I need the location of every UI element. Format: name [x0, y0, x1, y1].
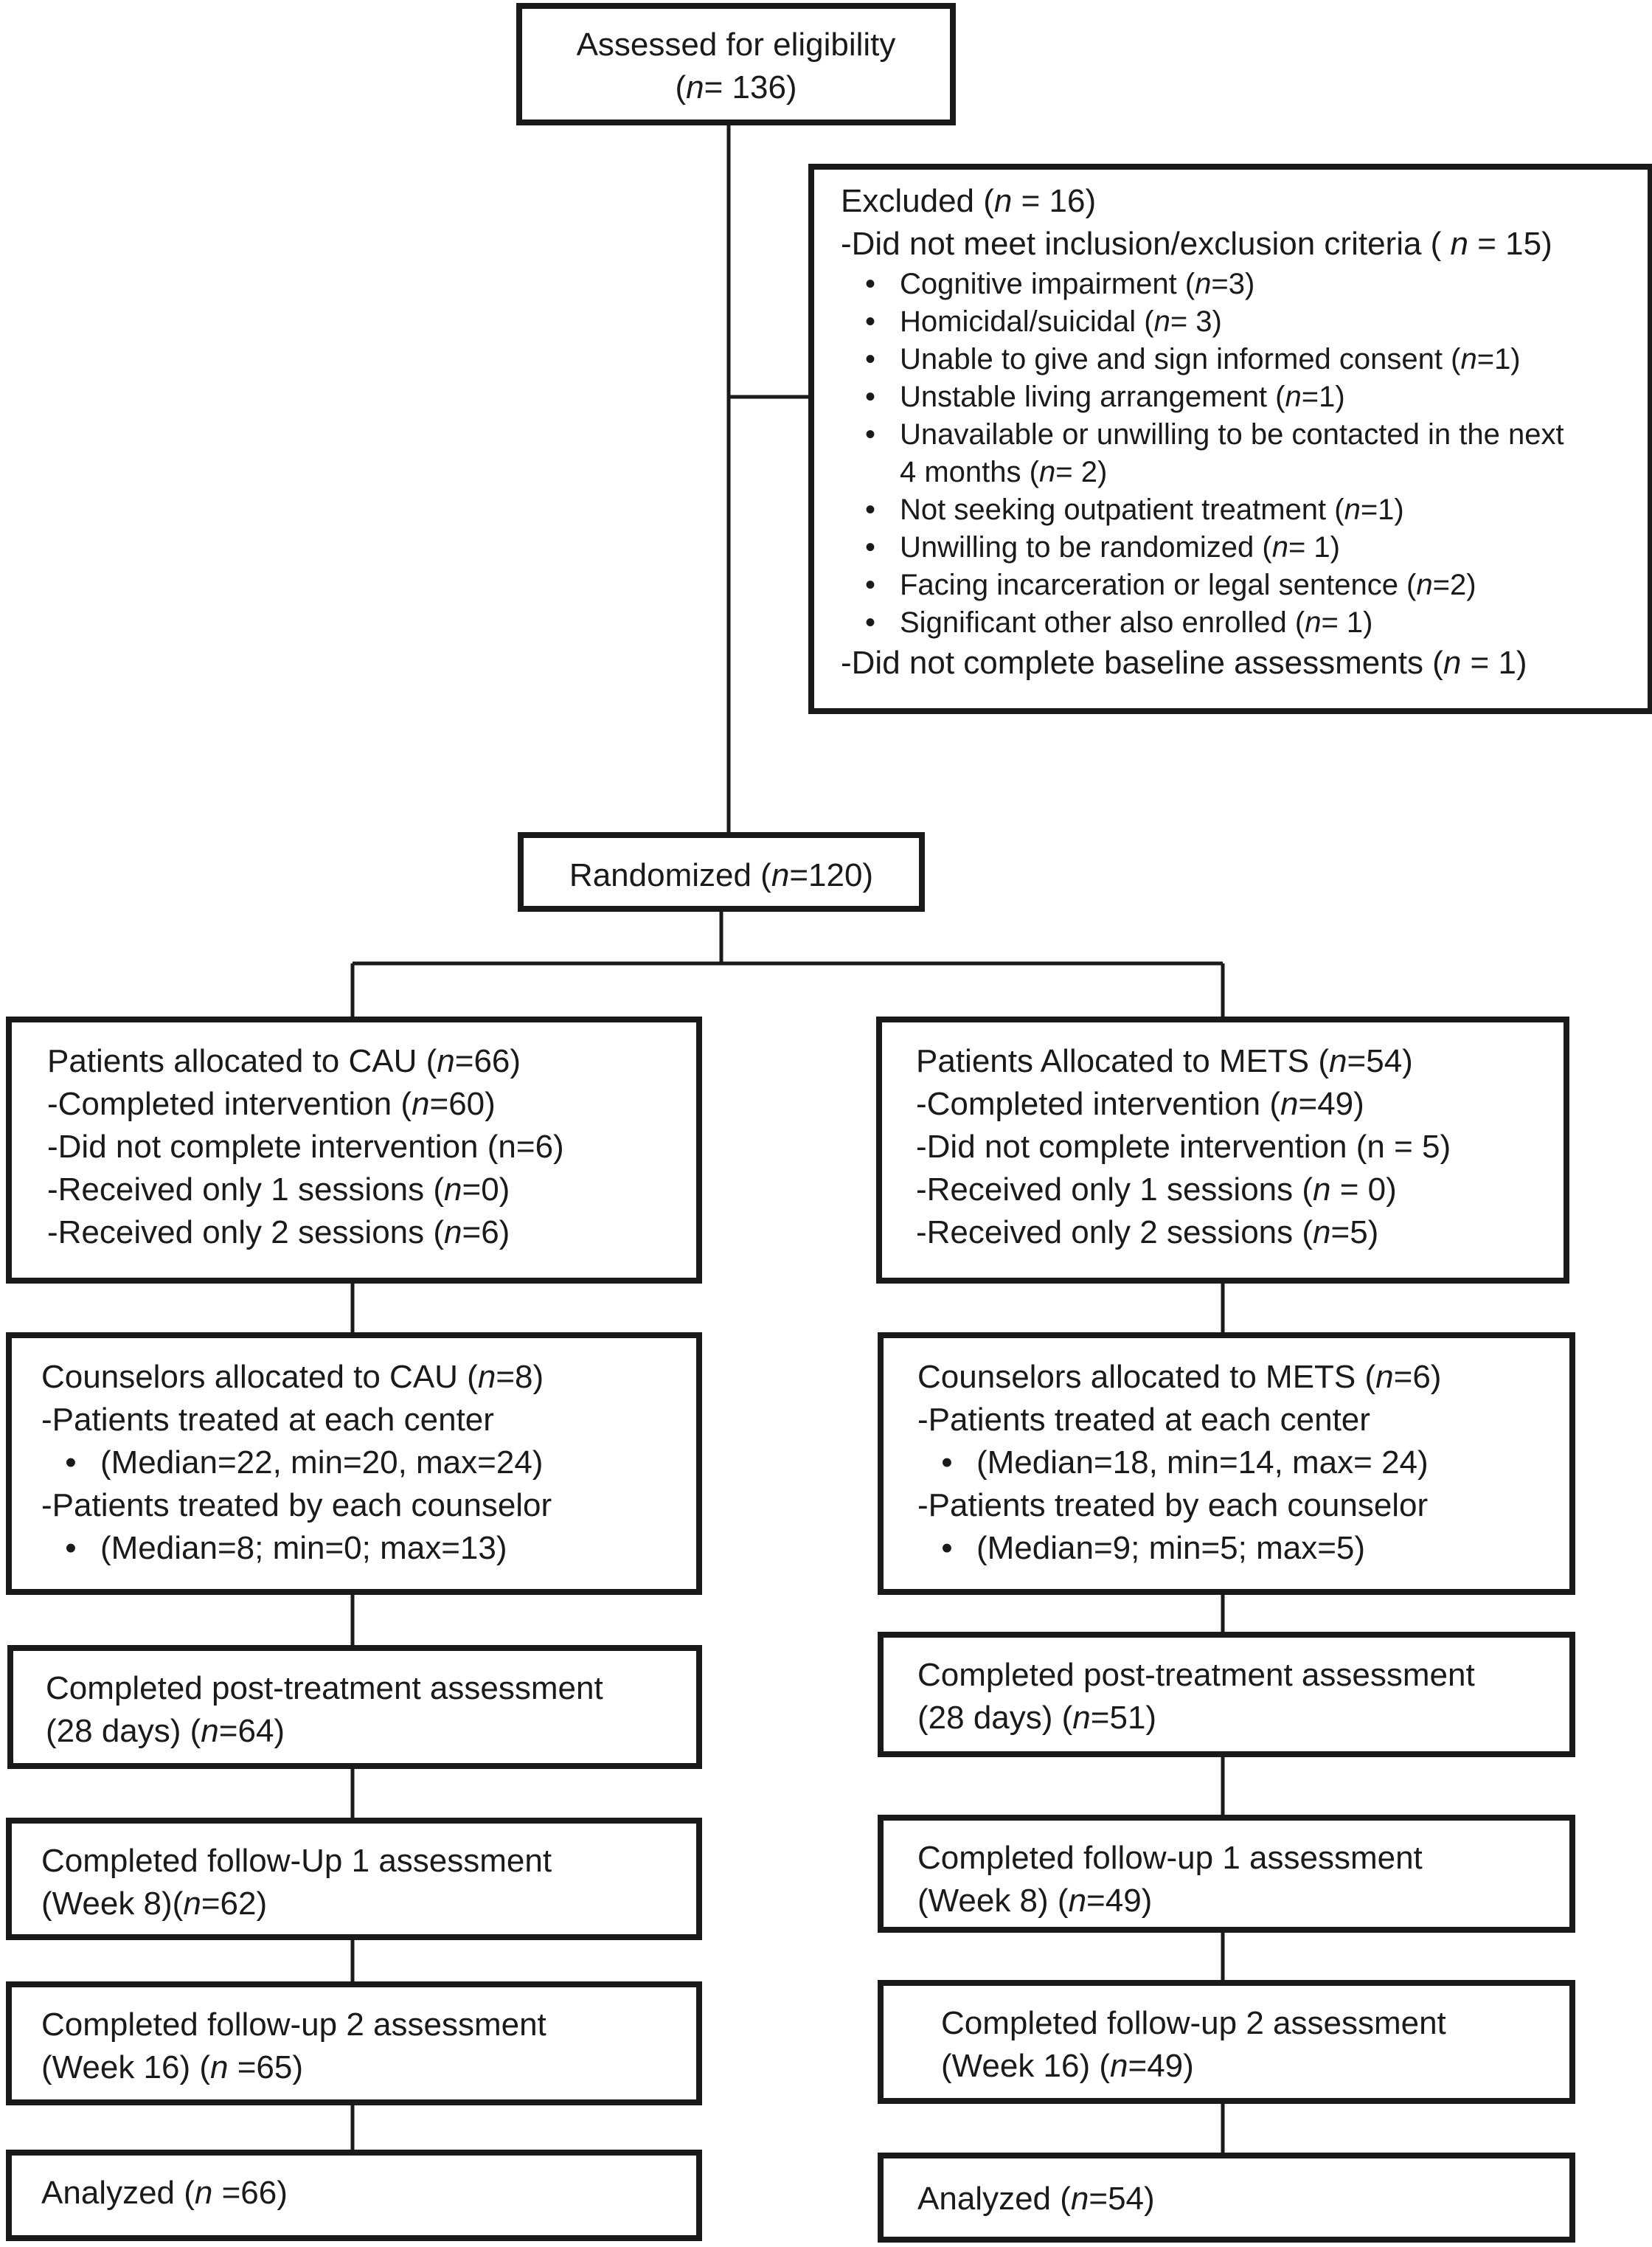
- mets-analyzed-box: Analyzed (n=54): [878, 2153, 1575, 2243]
- cau-fu1-count: (Week 8)(n=62): [41, 1886, 268, 1922]
- mets-allocation-title: Patients Allocated to METS (n=54): [916, 1043, 1413, 1079]
- mets-post-treatment-box: Completed post-treatment assessment (28 …: [878, 1632, 1575, 1757]
- randomized-label: Randomized (n=120): [569, 857, 874, 893]
- mets-fu1-count: (Week 8) (n=49): [917, 1883, 1153, 1919]
- mets-per-counselor-stats: •(Median=9; min=5; max=5): [941, 1530, 1366, 1566]
- cau-followup2-box: Completed follow-up 2 assessment (Week 1…: [6, 1981, 702, 2105]
- list-item: •Unwilling to be randomized (n= 1): [864, 531, 1340, 564]
- mets-analyzed-label: Analyzed (n=54): [917, 2181, 1155, 2217]
- mets-per-center-label: -Patients treated at each center: [917, 1402, 1370, 1438]
- cau-analyzed-box: Analyzed (n =66): [6, 2150, 702, 2241]
- cau-counselors-title: Counselors allocated to CAU (n=8): [41, 1359, 544, 1395]
- cau-per-center-label: -Patients treated at each center: [41, 1402, 494, 1438]
- mets-post-title: Completed post-treatment assessment: [917, 1657, 1475, 1693]
- mets-counselors-box: Counselors allocated to METS (n=6) -Pati…: [878, 1332, 1575, 1595]
- list-item: •Unstable living arrangement (n=1): [864, 381, 1345, 413]
- mets-followup2-box: Completed follow-up 2 assessment (Week 1…: [878, 1980, 1575, 2104]
- cau-one-session: -Received only 1 sessions (n=0): [47, 1171, 510, 1208]
- mets-followup1-box: Completed follow-up 1 assessment (Week 8…: [878, 1815, 1575, 1933]
- cau-counselors-box: Counselors allocated to CAU (n=8) -Patie…: [6, 1332, 702, 1595]
- mets-not-completed: -Did not complete intervention (n = 5): [916, 1129, 1451, 1165]
- excluded-bullet-list: •Cognitive impairment (n=3) •Homicidal/s…: [841, 266, 1564, 642]
- excluded-box: [808, 164, 1652, 714]
- assessed-title: Assessed for eligibility: [576, 27, 896, 63]
- mets-completed: -Completed intervention (n=49): [916, 1086, 1364, 1122]
- mets-fu2-title: Completed follow-up 2 assessment: [941, 2005, 1446, 2041]
- excluded-title: Excluded (n = 16): [841, 183, 1097, 219]
- cau-per-counselor-stats: •(Median=8; min=0; max=13): [65, 1530, 507, 1566]
- cau-analyzed-label: Analyzed (n =66): [41, 2175, 288, 2211]
- cau-fu2-title: Completed follow-up 2 assessment: [41, 2007, 546, 2043]
- cau-post-title: Completed post-treatment assessment: [46, 1670, 603, 1706]
- cau-allocation-box: Patients allocated to CAU (n=66) -Comple…: [6, 1017, 702, 1284]
- cau-post-treatment-box: Completed post-treatment assessment (28 …: [7, 1645, 702, 1769]
- cau-two-sessions: -Received only 2 sessions (n=6): [47, 1214, 510, 1250]
- mets-per-center-stats: •(Median=18, min=14, max= 24): [941, 1444, 1429, 1481]
- list-item: •Unavailable or unwilling to be contacte…: [864, 418, 1564, 451]
- cau-per-counselor-label: -Patients treated by each counselor: [41, 1487, 552, 1523]
- cau-fu1-title: Completed follow-Up 1 assessment: [41, 1843, 552, 1879]
- mets-fu1-title: Completed follow-up 1 assessment: [917, 1840, 1423, 1876]
- excluded-baseline: -Did not complete baseline assessments (…: [841, 645, 1527, 681]
- randomized-box: Randomized (n=120): [518, 832, 925, 912]
- mets-two-sessions: -Received only 2 sessions (n=5): [916, 1214, 1379, 1250]
- cau-fu2-count: (Week 16) (n =65): [41, 2049, 304, 2085]
- list-item: •Unable to give and sign informed consen…: [864, 343, 1521, 375]
- list-item: •Facing incarceration or legal sentence …: [864, 569, 1476, 601]
- cau-followup1-box: Completed follow-Up 1 assessment (Week 8…: [6, 1818, 702, 1940]
- cau-allocation-title: Patients allocated to CAU (n=66): [47, 1043, 521, 1079]
- list-item: •Homicidal/suicidal (n= 3): [864, 305, 1222, 338]
- list-item-continuation: 4 months (n= 2): [900, 456, 1108, 488]
- list-item: •Cognitive impairment (n=3): [864, 268, 1255, 300]
- cau-not-completed: -Did not complete intervention (n=6): [47, 1129, 564, 1165]
- cau-per-center-stats: •(Median=22, min=20, max=24): [65, 1444, 544, 1481]
- mets-post-count: (28 days) (n=51): [917, 1700, 1157, 1736]
- list-item: •Not seeking outpatient treatment (n=1): [864, 494, 1404, 526]
- mets-counselors-title: Counselors allocated to METS (n=6): [917, 1359, 1442, 1395]
- assessed-count: (n= 136): [675, 69, 797, 105]
- mets-fu2-count: (Week 16) (n=49): [941, 2048, 1194, 2084]
- assessed-box: Assessed for eligibility (n= 136): [516, 3, 956, 125]
- excluded-content: Excluded (n = 16) -Did not meet inclusio…: [841, 180, 1564, 685]
- mets-per-counselor-label: -Patients treated by each counselor: [917, 1487, 1429, 1523]
- mets-allocation-box: Patients Allocated to METS (n=54) -Compl…: [876, 1017, 1569, 1284]
- excluded-criteria: -Did not meet inclusion/exclusion criter…: [841, 226, 1552, 262]
- cau-post-count: (28 days) (n=64): [46, 1713, 285, 1749]
- list-item: •Significant other also enrolled (n= 1): [864, 606, 1373, 639]
- mets-one-session: -Received only 1 sessions (n = 0): [916, 1171, 1397, 1208]
- cau-completed: -Completed intervention (n=60): [47, 1086, 496, 1122]
